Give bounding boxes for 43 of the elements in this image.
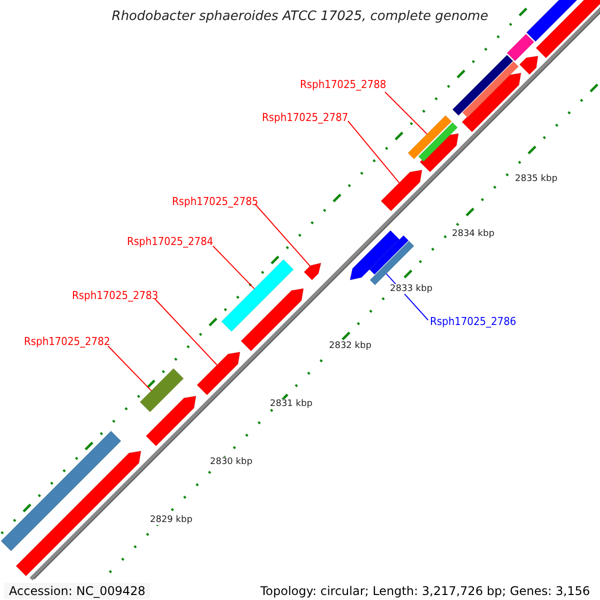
- scale-label: 2835 kbp: [514, 174, 558, 184]
- gene-feature: [240, 288, 304, 352]
- gene-feature: [519, 56, 538, 75]
- scale-label: 2834 kbp: [451, 229, 496, 239]
- gene-feature: [370, 240, 414, 286]
- leader-line: [154, 298, 218, 366]
- gene-feature: [408, 115, 452, 160]
- gene-label: Rsph17025_2787: [262, 111, 348, 124]
- scale-label: 2831 kbp: [269, 399, 314, 409]
- gene-feature: [16, 450, 142, 576]
- gene-feature: [462, 72, 522, 132]
- accession-text: Accession: NC_009428: [4, 583, 150, 599]
- gene-label: Rsph17025_2784: [127, 235, 214, 248]
- gene-label: Rsph17025_2786: [430, 315, 516, 328]
- gene-label: Rsph17025_2782: [24, 335, 110, 348]
- leader-line: [254, 204, 310, 266]
- gene-label: Rsph17025_2785: [172, 195, 258, 208]
- gene-label: Rsph17025_2783: [72, 289, 158, 302]
- gene-feature: [350, 230, 400, 280]
- leader-line: [212, 246, 255, 290]
- gene-feature: [0, 430, 122, 552]
- gene-feature: [146, 396, 196, 446]
- leader-line: [348, 120, 400, 184]
- title: Rhodobacter sphaeroides ATCC 17025, complete genome: [110, 9, 490, 24]
- gene-label: Rsph17025_2788: [300, 78, 386, 91]
- gene-feature: [462, 61, 519, 118]
- gene-feature: [536, 0, 600, 58]
- scale-label: 2830 kbp: [209, 457, 254, 467]
- leader-line: [108, 346, 152, 392]
- gene-feature: [196, 352, 240, 396]
- gene-feature: [304, 262, 322, 280]
- scale-label: 2832 kbp: [328, 341, 372, 351]
- gene-feature: [452, 54, 514, 116]
- gene-feature: [369, 235, 409, 275]
- scale-label: 2829 kbp: [149, 515, 194, 525]
- gene-feature: [380, 170, 422, 212]
- gene-feature: [418, 122, 458, 162]
- scale-label: 2833 kbp: [389, 284, 434, 294]
- gene-feature: [221, 259, 294, 332]
- gene-feature: [506, 34, 534, 62]
- leader-line: [384, 92, 428, 134]
- genome-info-text: Topology: circular; Length: 3,217,726 bp; Genes: 3,156: [260, 584, 590, 598]
- gene-feature: [140, 368, 184, 412]
